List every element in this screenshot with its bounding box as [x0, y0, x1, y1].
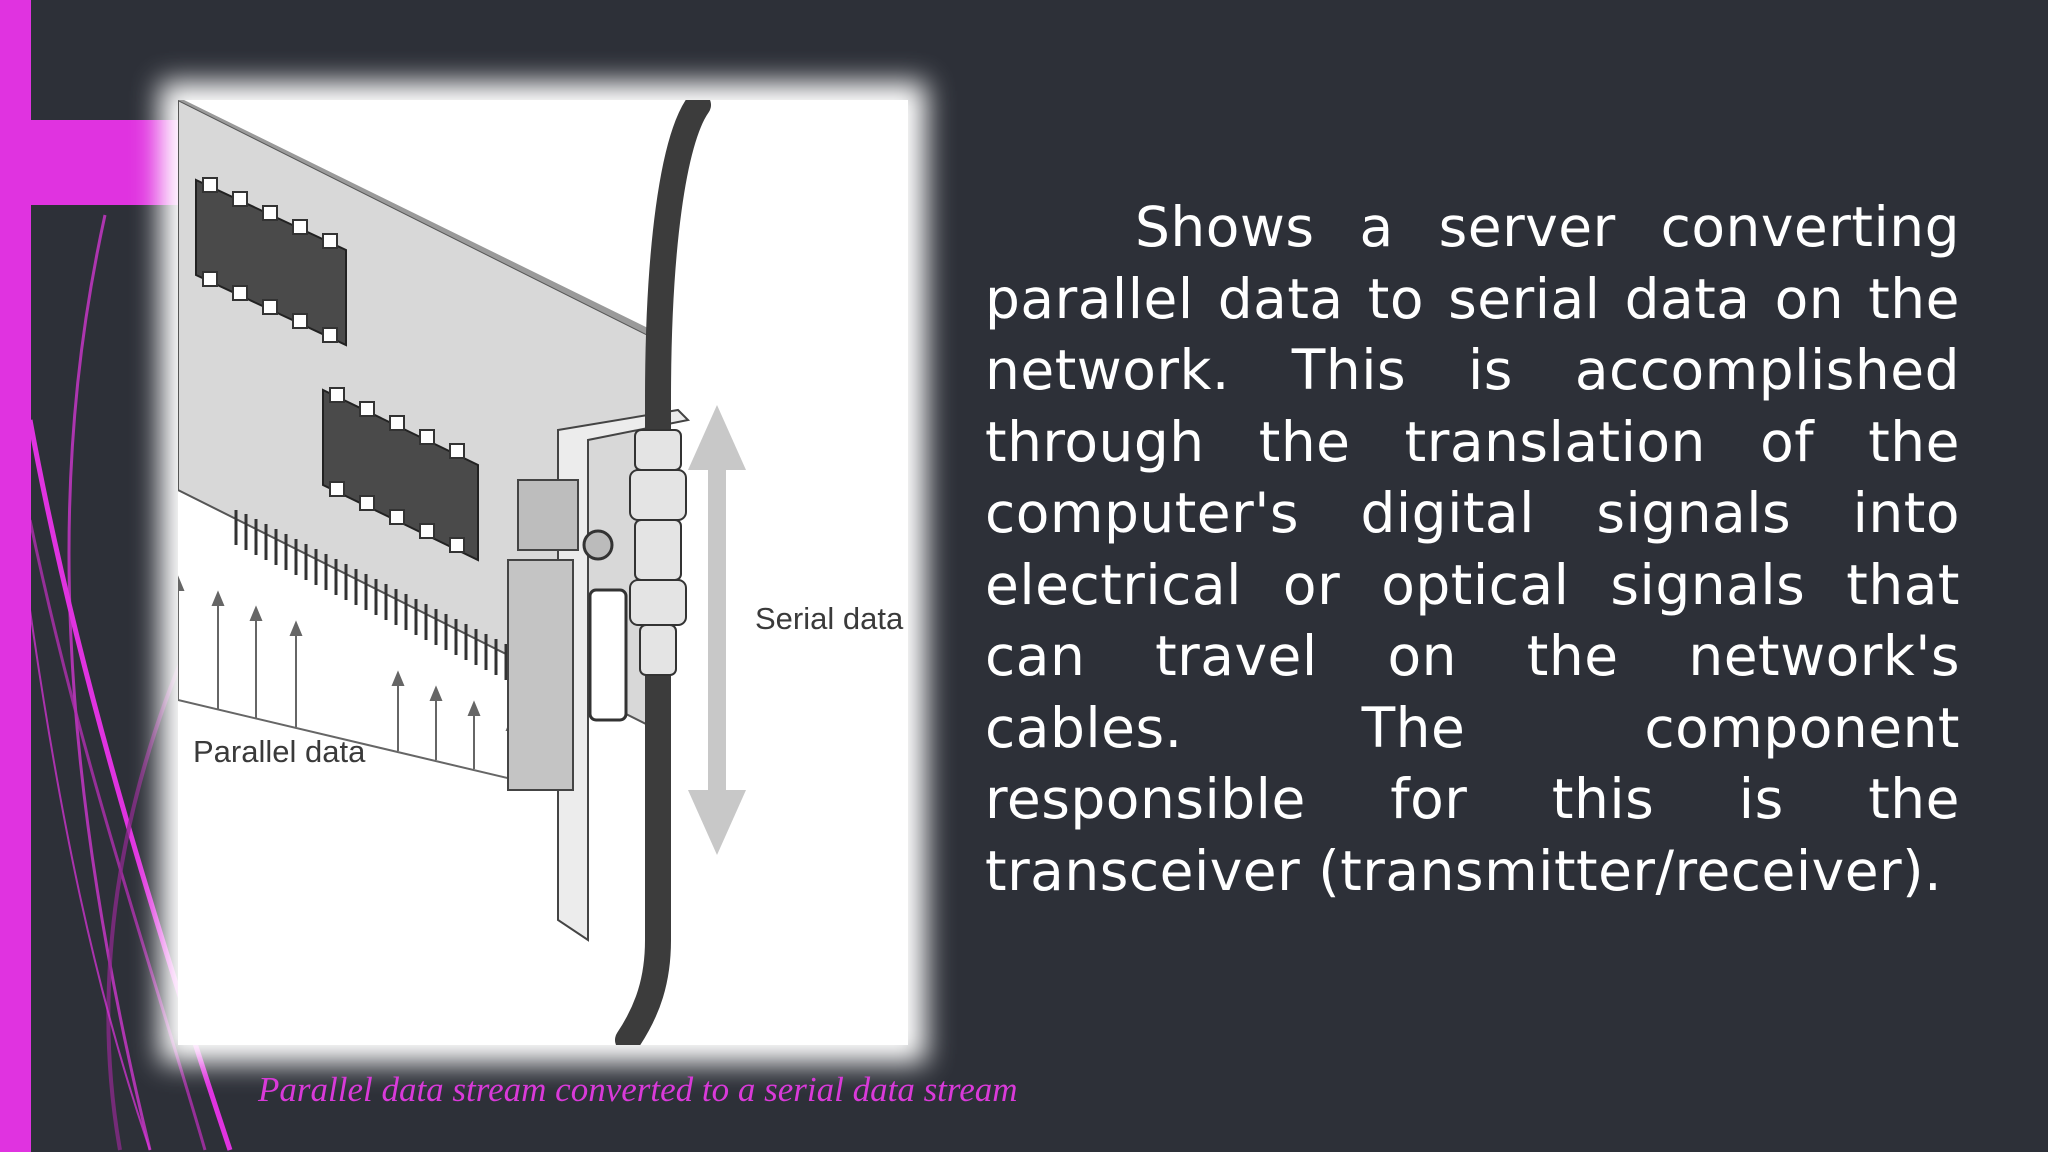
figure-caption: Parallel data stream converted to a seri…: [258, 1070, 1018, 1109]
accent-tab: [0, 120, 200, 205]
chip-icon: [195, 177, 347, 347]
bnc-connector-icon: [629, 429, 687, 676]
parallel-data-label: Parallel data: [193, 734, 366, 769]
network-card-illustration: Serial data Parallel data: [178, 100, 904, 1045]
serial-double-arrow-icon: [688, 405, 746, 855]
network-card-figure: Serial data Parallel data: [178, 100, 908, 1045]
body-text: Shows a server converting parallel data …: [985, 195, 1960, 903]
serial-data-label: Serial data: [755, 601, 904, 636]
chip-icon: [322, 387, 479, 562]
